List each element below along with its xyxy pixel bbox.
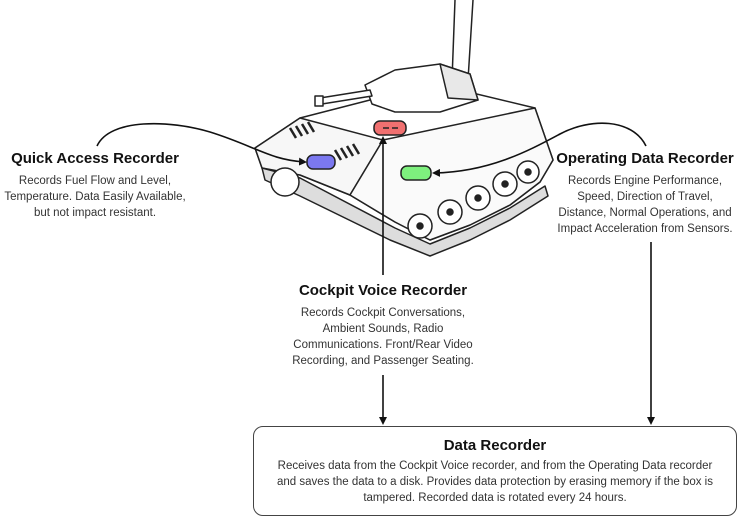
data-recorder-line: Receives data from the Cockpit Voice rec… — [277, 460, 713, 472]
cockpit-voice-line: Ambient Sounds, Radio — [322, 323, 444, 335]
operating-data-label: Operating Data Recorder Records Engine P… — [545, 150, 745, 237]
operating-data-line: Records Engine Performance, — [567, 175, 723, 187]
side-armor — [349, 107, 554, 241]
cockpit-voice-line: Records Cockpit Conversations, — [300, 307, 466, 319]
quick-access-title: Quick Access Recorder — [11, 150, 179, 167]
turret-side — [439, 63, 479, 101]
antenna — [451, 0, 456, 81]
muzzle — [314, 95, 324, 107]
quick-access-marker — [306, 154, 336, 170]
operating-data-connector — [432, 122, 647, 177]
wheel-hubs — [416, 168, 532, 230]
operating-data-line: Speed, Direction of Travel, — [577, 191, 713, 203]
cockpit-voice-label: Cockpit Voice Recorder Records Cockpit C… — [283, 282, 483, 369]
quick-access-line: Records Fuel Flow and Level, — [18, 175, 172, 187]
quick-access-label: Quick Access Recorder Records Fuel Flow … — [0, 150, 190, 221]
operating-data-line: Impact Acceleration from Sensors. — [557, 223, 733, 235]
cockpit-voice-line: Recording, and Passenger Seating. — [292, 355, 474, 367]
data-recorder-title: Data Recorder — [443, 437, 547, 454]
cockpit-voice-line: Communications. Front/Rear Video — [293, 339, 473, 351]
operating-data-title: Operating Data Recorder — [556, 150, 734, 167]
data-recorder-line: and saves the data to a disk. Provides d… — [277, 476, 713, 488]
cockpit-voice-marker — [373, 120, 407, 136]
cockpit-voice-title: Cockpit Voice Recorder — [298, 282, 468, 299]
operating-data-marker — [400, 165, 432, 181]
quick-access-line: Temperature. Data Easily Available, — [4, 191, 186, 203]
operating-data-line: Distance, Normal Operations, and — [558, 207, 732, 219]
front-grille — [288, 121, 361, 161]
quick-access-connector — [96, 122, 307, 166]
track — [261, 167, 549, 257]
data-recorder-line: tampered. Recorded data is rotated every… — [363, 492, 627, 504]
antenna — [467, 0, 474, 81]
quick-access-line: but not impact resistant. — [33, 207, 157, 219]
data-recorder-box: Data Recorder Receives data from the Coc… — [253, 426, 737, 516]
